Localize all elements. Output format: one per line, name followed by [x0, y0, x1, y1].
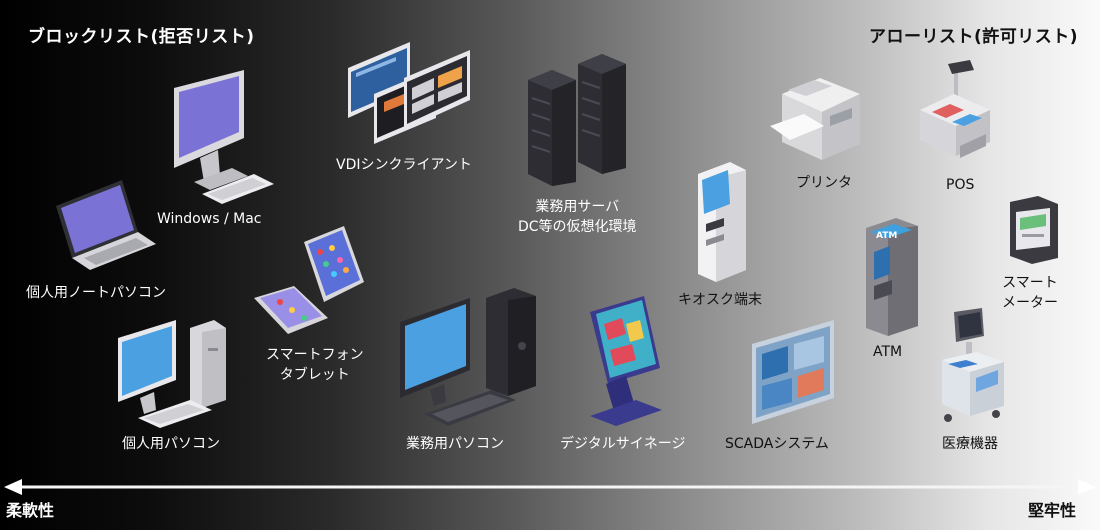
- scada-label: SCADAシステム: [725, 436, 829, 452]
- tablet-label: タブレット: [279, 367, 350, 383]
- laptop-label: 個人用ノートパソコン: [26, 285, 166, 301]
- windows-mac-label: Windows / Mac: [157, 211, 262, 227]
- smart-meter-label: スマート メーター: [1002, 273, 1058, 313]
- scada-panel-icon: [752, 320, 834, 424]
- server-label: 業務用サーバ DC等の仮想化環境: [518, 197, 637, 237]
- smart-meter-label-line1: スマート: [1002, 275, 1058, 291]
- desktop-pc-icon: [118, 320, 226, 428]
- atm-icon: ATM: [866, 218, 918, 336]
- monitor-icon: [174, 70, 274, 204]
- server-label-line2: DC等の仮想化環境: [518, 219, 637, 235]
- digital-signage-icon: [590, 296, 662, 426]
- kiosk-label: キオスク端末: [678, 292, 762, 308]
- printer-icon: [770, 78, 860, 160]
- pos-register-icon: [920, 60, 990, 158]
- allowlist-title: アローリスト(許可リスト): [868, 27, 1078, 47]
- personal-pc-label: 個人用パソコン: [122, 436, 220, 452]
- printer-label: プリンタ: [796, 175, 852, 191]
- smart-meter-label-line2: メーター: [1002, 295, 1058, 311]
- business-pc-icon: [400, 288, 536, 426]
- flexibility-robustness-axis-arrow: [4, 479, 1096, 495]
- smartphone-tablet-icon: [254, 226, 364, 334]
- signage-label: デジタルサイネージ: [560, 436, 686, 452]
- pos-label: POS: [946, 177, 975, 193]
- kiosk-icon: [698, 162, 746, 282]
- smartphone-tablet-label: スマートフォン タブレット: [266, 345, 364, 385]
- business-pc-label: 業務用パソコン: [406, 436, 504, 452]
- robustness-label: 堅牢性: [1027, 501, 1076, 520]
- smart-meter-icon: [1010, 196, 1058, 264]
- server-label-line1: 業務用サーバ: [535, 199, 620, 215]
- atm-screen-text: ATM: [876, 231, 897, 241]
- laptop-icon: [56, 180, 156, 270]
- blocklist-title: ブロックリスト(拒否リスト): [28, 27, 255, 47]
- flexibility-label: 柔軟性: [6, 501, 55, 520]
- smartphone-label: スマートフォン: [266, 347, 364, 363]
- medical-label: 医療機器: [942, 436, 998, 452]
- vdi-windows-icon: [348, 42, 470, 144]
- vdi-label: VDIシンクライアント: [336, 157, 472, 173]
- medical-device-icon: [942, 308, 1004, 422]
- atm-label: ATM: [873, 344, 903, 360]
- server-rack-icon: [528, 54, 626, 186]
